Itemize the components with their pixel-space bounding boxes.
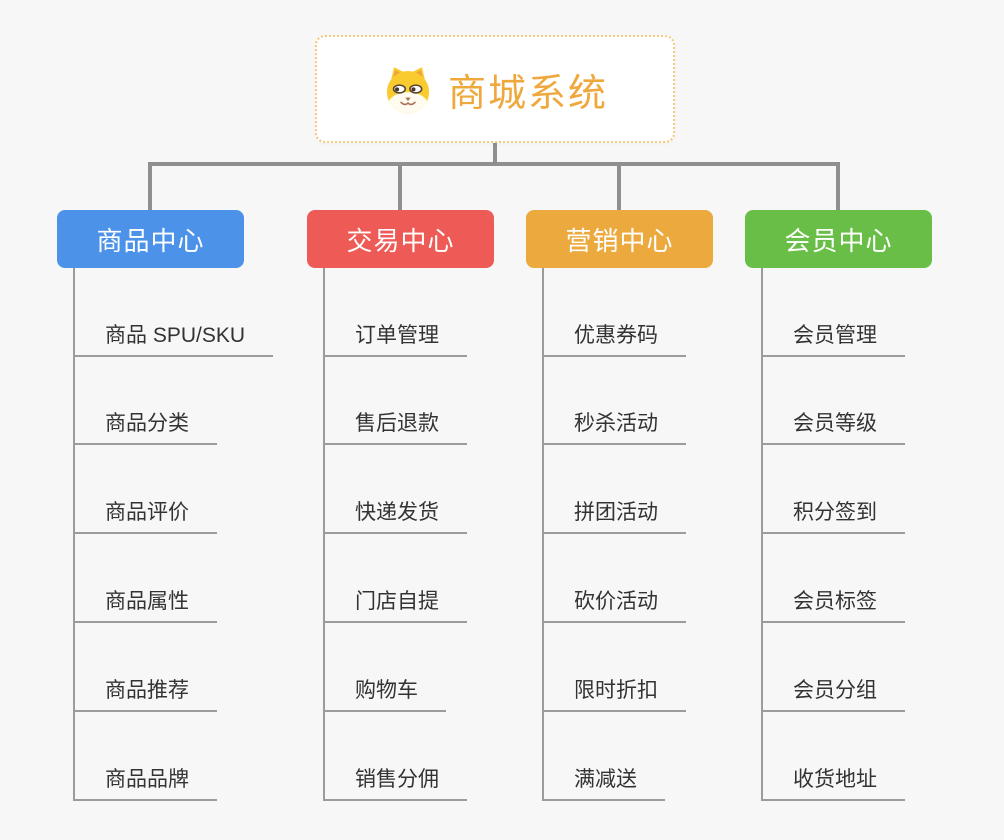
leaf-node[interactable]: 秒杀活动 [542, 403, 686, 445]
connector-drop-line [836, 162, 840, 210]
leaf-node[interactable]: 会员等级 [761, 403, 905, 445]
branch-column-marketing: 营销中心 优惠券码 秒杀活动 拼团活动 砍价活动 限时折扣 满减送 [526, 0, 726, 840]
leaf-node[interactable]: 销售分佣 [323, 759, 467, 801]
connector-bus-line [148, 162, 840, 166]
leaf-node[interactable]: 商品评价 [73, 492, 217, 534]
connector-spine-line [761, 268, 763, 801]
leaf-node[interactable]: 限时折扣 [542, 670, 686, 712]
leaf-node[interactable]: 会员标签 [761, 581, 905, 623]
leaf-node[interactable]: 会员分组 [761, 670, 905, 712]
branch-column-trade: 交易中心 订单管理 售后退款 快递发货 门店自提 购物车 销售分佣 [307, 0, 507, 840]
leaf-node[interactable]: 商品 SPU/SKU [73, 315, 274, 357]
leaf-node[interactable]: 订单管理 [323, 315, 467, 357]
root-node[interactable]: 商城系统 [315, 35, 675, 143]
connector-root-stub [493, 143, 497, 166]
leaf-node[interactable]: 会员管理 [761, 315, 905, 357]
leaf-node[interactable]: 快递发货 [323, 492, 467, 534]
leaf-node[interactable]: 门店自提 [323, 581, 467, 623]
leaf-node[interactable]: 商品分类 [73, 403, 217, 445]
leaf-node[interactable]: 购物车 [323, 670, 446, 712]
leaf-node[interactable]: 满减送 [542, 759, 665, 801]
leaf-node[interactable]: 售后退款 [323, 403, 467, 445]
leaf-node[interactable]: 砍价活动 [542, 581, 686, 623]
leaf-node[interactable]: 优惠券码 [542, 315, 686, 357]
leaf-node[interactable]: 商品属性 [73, 581, 217, 623]
branch-column-products: 商品中心 商品 SPU/SKU 商品分类 商品评价 商品属性 商品推荐 商品品牌 [57, 0, 274, 840]
branch-node-marketing[interactable]: 营销中心 [526, 210, 713, 268]
dog-face-icon [386, 67, 430, 114]
branch-node-members[interactable]: 会员中心 [745, 210, 932, 268]
leaf-node[interactable]: 商品推荐 [73, 670, 217, 712]
leaf-node[interactable]: 商品品牌 [73, 759, 217, 801]
leaf-node[interactable]: 积分签到 [761, 492, 905, 534]
branch-column-members: 会员中心 会员管理 会员等级 积分签到 会员标签 会员分组 收货地址 [745, 0, 945, 840]
connector-spine-line [542, 268, 544, 801]
connector-drop-line [617, 162, 621, 210]
leaf-node[interactable]: 拼团活动 [542, 492, 686, 534]
branch-node-trade[interactable]: 交易中心 [307, 210, 494, 268]
connector-spine-line [73, 268, 75, 801]
connector-drop-line [148, 162, 152, 210]
connector-spine-line [323, 268, 325, 801]
connector-drop-line [398, 162, 402, 210]
leaf-node[interactable]: 收货地址 [761, 759, 905, 801]
branch-node-products[interactable]: 商品中心 [57, 210, 244, 268]
root-title: 商城系统 [447, 72, 608, 115]
